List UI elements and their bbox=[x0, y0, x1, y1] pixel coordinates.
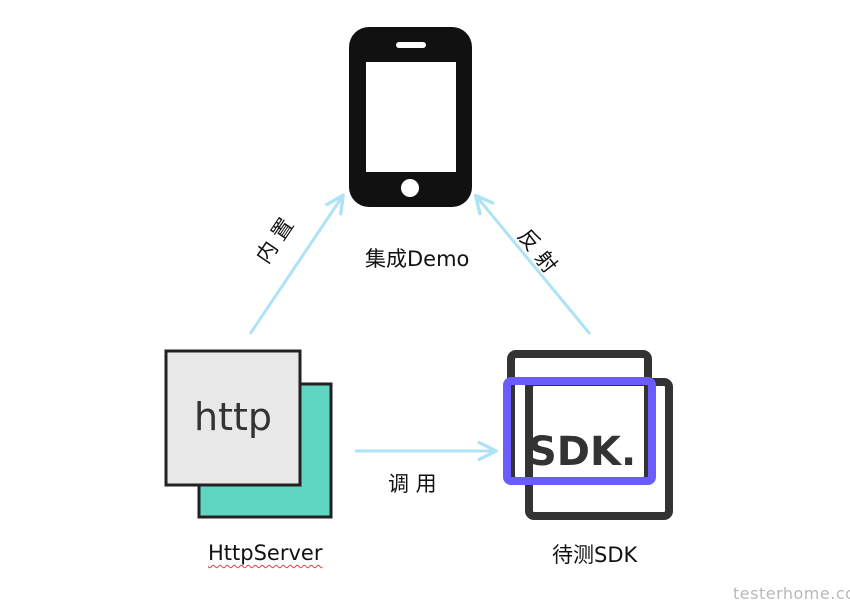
sdk-caption: 待测SDK bbox=[552, 539, 637, 569]
phone-caption-text: 集成Demo bbox=[365, 247, 470, 271]
sdk-icon: SDK. bbox=[503, 350, 673, 520]
arrow-server-to-phone bbox=[248, 193, 345, 335]
edge-label-server-to-sdk-text: 调 用 bbox=[388, 472, 437, 496]
arrow-sdk-to-phone bbox=[473, 193, 592, 335]
http-icon-text: http bbox=[194, 395, 272, 439]
phone-icon bbox=[349, 27, 472, 207]
http-server-icon: http bbox=[164, 349, 333, 519]
edge-label-server-to-sdk: 调 用 bbox=[388, 468, 437, 498]
server-caption: HttpServer bbox=[208, 541, 322, 565]
watermark: testerhome.com bbox=[733, 584, 850, 603]
server-caption-text: HttpServer bbox=[208, 541, 323, 565]
phone-caption: 集成Demo bbox=[365, 243, 469, 273]
sdk-icon-text: SDK. bbox=[528, 429, 636, 475]
watermark-text: testerhome.com bbox=[733, 584, 850, 603]
sdk-caption-text: 待测SDK bbox=[552, 543, 638, 567]
